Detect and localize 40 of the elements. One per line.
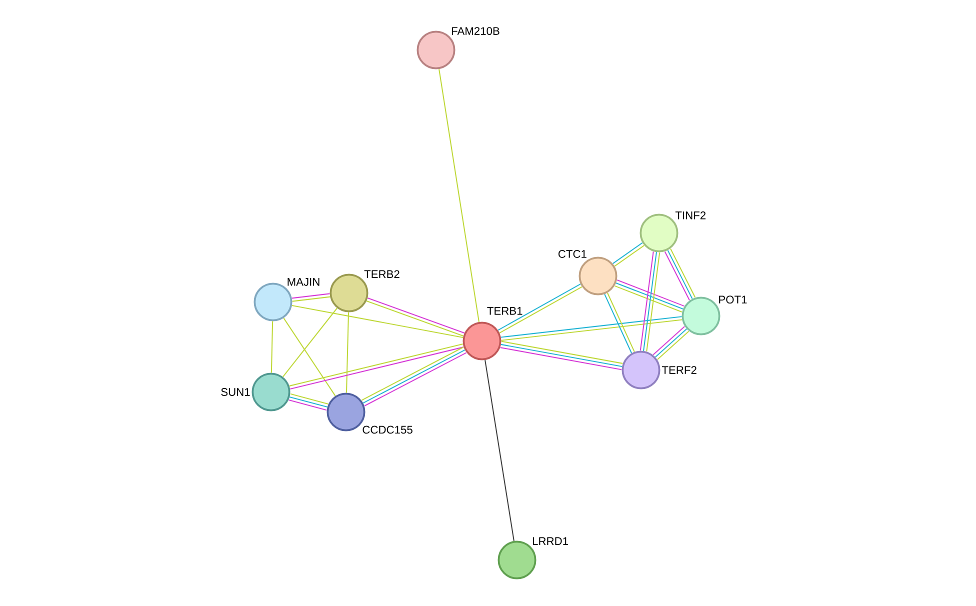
interaction-line	[292, 305, 464, 338]
interaction-line	[289, 396, 328, 408]
interaction-line	[290, 393, 328, 404]
interaction-line	[292, 296, 330, 302]
protein-node: CCDC155	[326, 392, 412, 434]
protein-node: MAJIN	[254, 278, 320, 322]
protein-node: FAM210B	[416, 27, 500, 70]
node-label: FAM210B	[452, 27, 500, 35]
interaction-line	[646, 252, 660, 352]
node-label: CTC1	[558, 250, 586, 258]
interaction-line	[283, 318, 336, 396]
interaction-line	[501, 340, 623, 364]
interaction-line	[500, 344, 622, 368]
interaction-line	[292, 293, 330, 299]
node-label: TERB2	[364, 270, 400, 278]
interaction-line	[288, 400, 327, 411]
protein-node: POT1	[682, 296, 747, 336]
node-label: CCDC155	[362, 426, 412, 434]
protein-node: TERB1	[462, 307, 522, 360]
protein-node: CTC1	[558, 250, 618, 296]
node-label: MAJIN	[288, 278, 320, 286]
interaction-line	[282, 308, 338, 378]
protein-node: SUN1	[221, 372, 290, 412]
node-label: LRRD1	[532, 537, 568, 545]
node-label: TINF2	[675, 211, 706, 220]
interaction-line	[484, 360, 514, 542]
node-label: TERF2	[662, 366, 696, 374]
protein-node: TINF2	[640, 211, 706, 252]
node-label: SUN1	[221, 388, 250, 396]
protein-node: TERF2	[622, 350, 696, 390]
interaction-line	[643, 252, 658, 351]
interaction-line	[500, 347, 622, 370]
interaction-line	[640, 252, 654, 351]
protein-node: LRRD1	[498, 537, 568, 580]
node-label: TERB1	[487, 307, 522, 315]
interaction-line	[270, 321, 274, 373]
interaction-line	[438, 68, 480, 322]
protein-node: TERB2	[330, 270, 400, 312]
node-label: POT1	[719, 296, 747, 304]
interaction-line	[346, 312, 350, 393]
